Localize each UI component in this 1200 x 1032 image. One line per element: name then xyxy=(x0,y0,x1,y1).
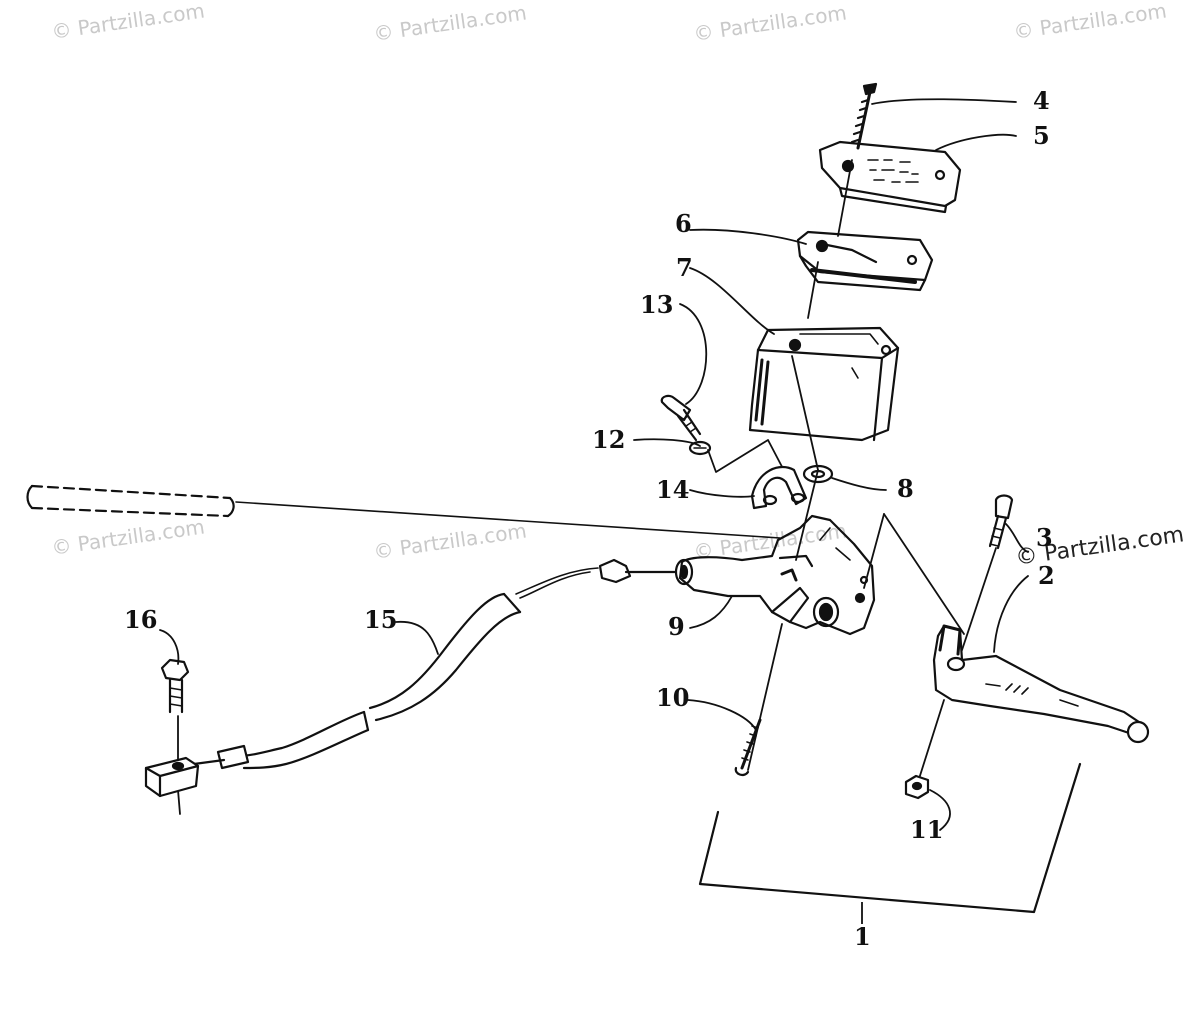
callout-11: 11 xyxy=(910,815,944,844)
lock-washer xyxy=(688,439,791,483)
callout-13: 13 xyxy=(640,290,674,319)
o-ring xyxy=(802,464,834,484)
banjo-bolt xyxy=(160,658,190,714)
callout-6: 6 xyxy=(675,209,692,238)
callout-9: 9 xyxy=(668,612,685,641)
lever-nut xyxy=(904,774,930,800)
callout-12: 12 xyxy=(592,425,626,454)
callout-16: 16 xyxy=(124,605,158,634)
callout-7: 7 xyxy=(676,253,693,282)
clamp-screw xyxy=(660,394,702,442)
handlebar xyxy=(26,484,781,539)
callout-15: 15 xyxy=(364,605,398,634)
callout-2: 2 xyxy=(1038,561,1055,590)
reservoir xyxy=(748,326,900,442)
handlebar-clamp xyxy=(750,465,808,510)
diaphragm xyxy=(796,230,934,292)
callout-4: 4 xyxy=(1033,86,1050,115)
callout-10: 10 xyxy=(656,683,690,712)
callout-3: 3 xyxy=(1036,523,1053,552)
callout-5: 5 xyxy=(1033,121,1050,150)
brake-hose xyxy=(192,558,678,770)
master-cylinder-screw xyxy=(734,718,762,777)
leader-lines xyxy=(159,98,1029,831)
reservoir-cover xyxy=(818,140,962,214)
callout-1: 1 xyxy=(854,922,871,951)
callout-14: 14 xyxy=(656,475,690,504)
callout-8: 8 xyxy=(897,474,914,503)
alignment-lines xyxy=(177,159,997,815)
assembly-bracket xyxy=(698,762,1082,914)
brake-lever xyxy=(932,624,1150,744)
banjo-block xyxy=(144,756,200,798)
cover-screw xyxy=(850,82,878,150)
pivot-bolt xyxy=(988,494,1014,550)
